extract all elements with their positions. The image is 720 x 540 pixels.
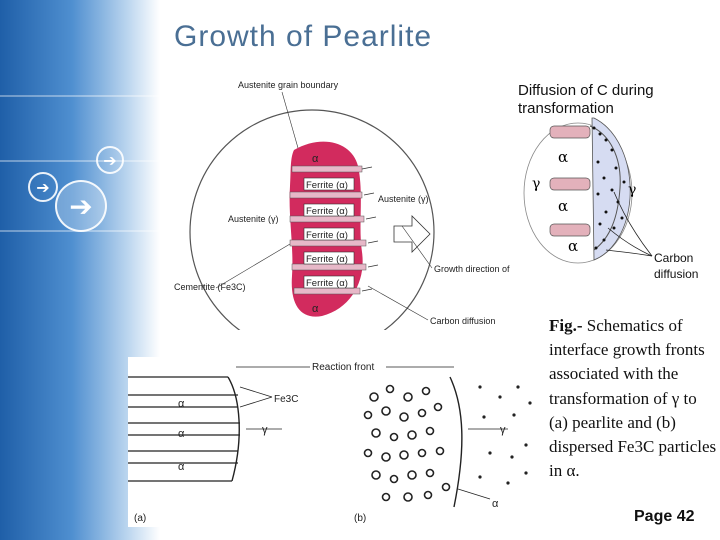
- ferrite-label: Ferrite (α): [306, 180, 348, 191]
- caption-text: Schematics of interface growth fronts as…: [549, 316, 717, 481]
- page-title: Growth of Pearlite: [174, 20, 433, 53]
- arrow-right-icon: ➔: [28, 172, 58, 202]
- alpha-label: α: [178, 461, 185, 473]
- alpha-label: α: [558, 197, 568, 215]
- ferrite-label: Ferrite (α): [306, 254, 348, 265]
- gamma-label: γ: [500, 424, 506, 436]
- sidebar-decoration: ➔ ➔ ➔: [0, 0, 160, 540]
- ferrite-label: Ferrite (α): [306, 206, 348, 217]
- page-number: Page 42: [634, 508, 695, 525]
- figure-label: Fig.-: [549, 316, 583, 335]
- alpha-label: α: [178, 398, 185, 410]
- austenite-right-label: Austenite (γ): [378, 194, 429, 204]
- panel-b-label: (b): [354, 513, 366, 524]
- austenite-grain-boundary-label: Austenite grain boundary: [238, 80, 339, 90]
- gamma-label: γ: [262, 424, 268, 436]
- arrow-right-icon: ➔: [96, 146, 124, 174]
- reaction-front-figure: α α α γ γ α Fe3C Reaction front (a) (b): [128, 357, 540, 527]
- carbon-diffusion-label: Carbon diffusion: [654, 251, 699, 281]
- growth-direction-label: Growth direction of pearlite: [434, 264, 512, 274]
- sidebar-streak: [0, 160, 160, 162]
- figure-caption: Fig.- Schematics of interface growth fro…: [549, 314, 717, 483]
- reaction-front-label: Reaction front: [312, 362, 374, 373]
- alpha-label: α: [558, 148, 568, 166]
- ferrite-label: Ferrite (α): [306, 230, 348, 241]
- gamma-label: γ: [532, 176, 540, 192]
- ferrite-label: Ferrite (α): [306, 278, 348, 289]
- pearlite-nodule-figure: Ferrite (α) Ferrite (α) Ferrite (α) Ferr…: [172, 76, 542, 355]
- arrow-right-icon: ➔: [55, 180, 107, 232]
- fe3c-label: Fe3C: [274, 394, 298, 405]
- carbon-diffusion-label: Carbon diffusion: [430, 316, 495, 326]
- sidebar-streak: [0, 95, 160, 97]
- alpha-label: α: [178, 428, 185, 440]
- gamma-label: γ: [628, 182, 636, 198]
- austenite-left-label: Austenite (γ): [228, 214, 279, 224]
- cementite-label: Cementite (Fe3C): [174, 282, 246, 292]
- alpha-label: α: [312, 303, 319, 315]
- alpha-label: α: [312, 153, 319, 165]
- diffusion-title: Diffusion of C during transformation: [518, 82, 654, 117]
- alpha-label: α: [568, 237, 578, 255]
- carbon-diffusion-figure: Diffusion of C during transformation α α…: [514, 78, 720, 288]
- panel-a-label: (a): [134, 513, 146, 524]
- alpha-label: α: [492, 498, 499, 510]
